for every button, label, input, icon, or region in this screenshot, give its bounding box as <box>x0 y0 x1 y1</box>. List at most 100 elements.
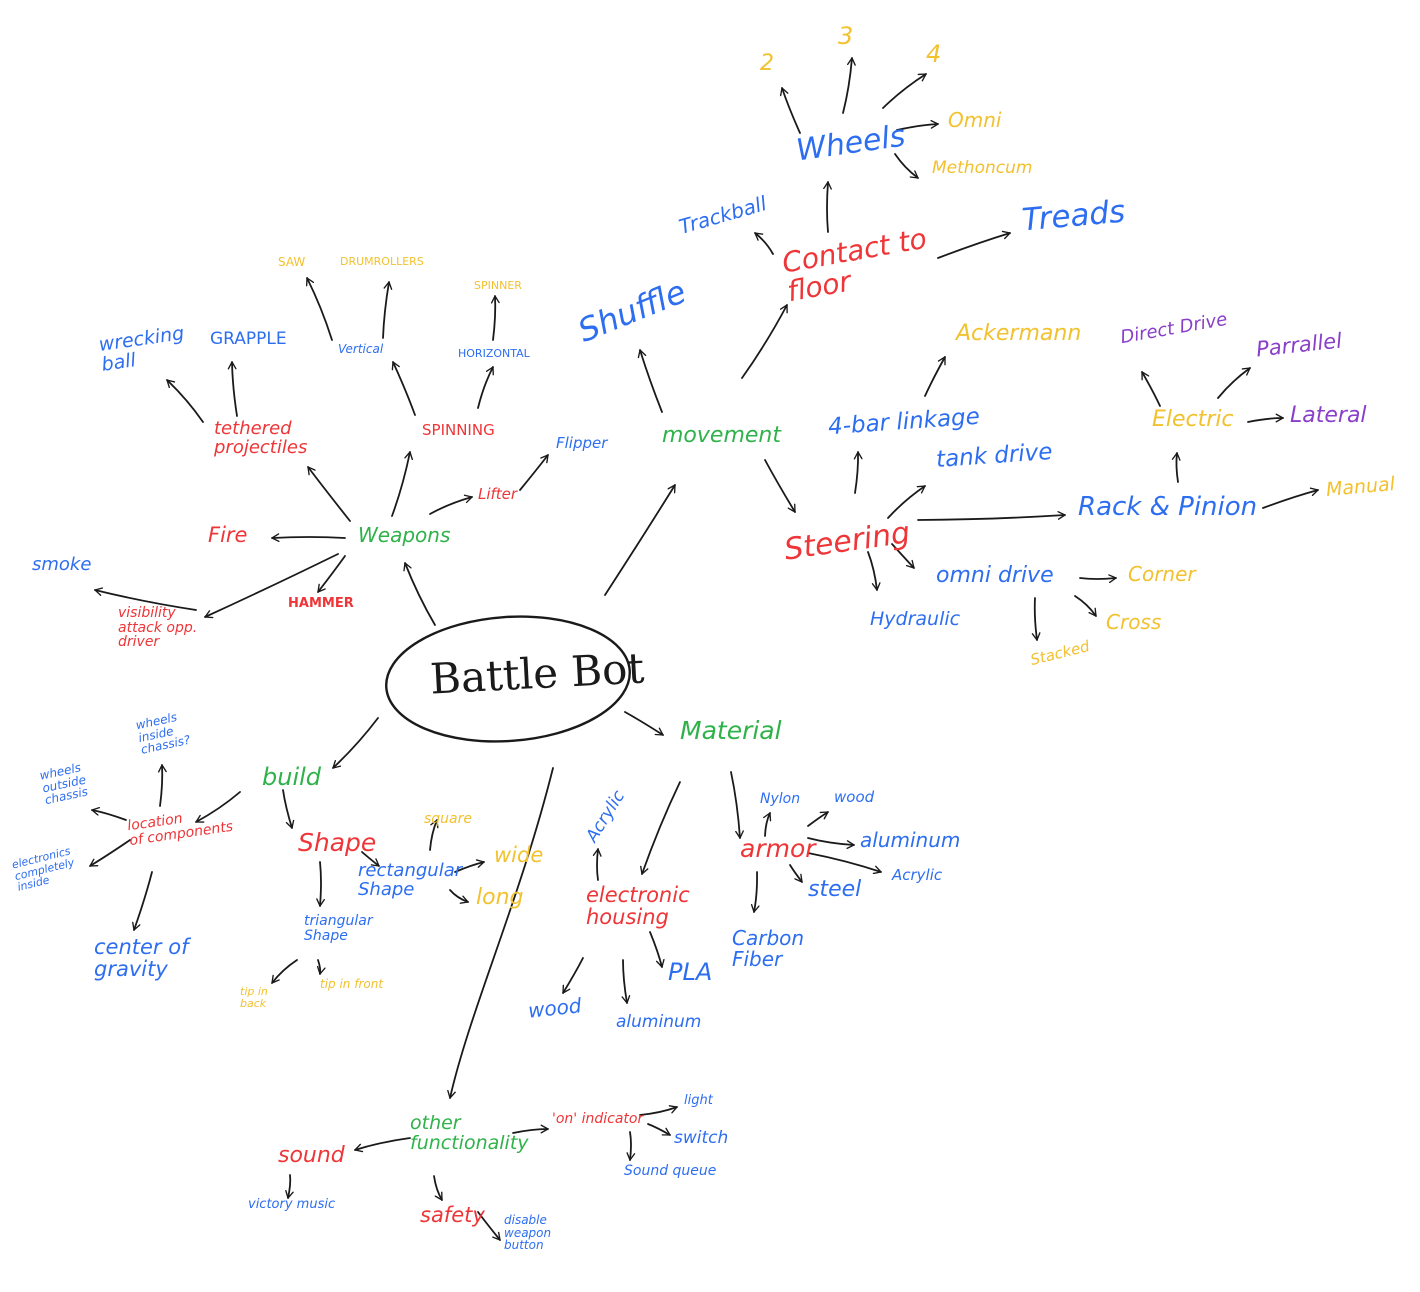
connector-arrow <box>94 587 197 611</box>
node-aluminum-armor: aluminum <box>860 828 961 852</box>
node-wide: wide <box>494 843 544 867</box>
node-wood-armor: wood <box>834 788 875 806</box>
node-square: square <box>424 811 473 827</box>
connector-arrow <box>754 232 774 255</box>
connector-arrow <box>764 459 796 513</box>
connector-arrow <box>1217 367 1251 399</box>
connector-arrow <box>361 851 380 867</box>
connector-arrow <box>637 349 663 413</box>
connector-arrow <box>332 717 379 769</box>
connector-arrow <box>807 852 882 875</box>
connector-arrow <box>433 1175 443 1201</box>
connector-arrows <box>89 57 1319 1241</box>
connector-arrow <box>789 864 803 883</box>
node-disable-weapon-button: disable weapon button <box>504 1213 552 1253</box>
connector-arrow <box>271 533 346 543</box>
connector-arrow <box>894 153 919 179</box>
node-spinning: SPINNING <box>422 421 495 439</box>
node-acrylic-armor: Acrylic <box>892 866 943 884</box>
connector-arrow <box>896 119 939 131</box>
connector-arrow <box>730 771 744 839</box>
node-steel: steel <box>808 877 862 902</box>
connector-arrow <box>316 959 326 975</box>
node-flipper: Flipper <box>556 434 608 452</box>
connector-arrow <box>1079 574 1117 584</box>
connector-arrow <box>89 839 131 867</box>
node-victory-music: victory music <box>248 1197 336 1212</box>
node-build: build <box>262 763 322 791</box>
node-cross: Cross <box>1106 610 1162 634</box>
node-treads: Treads <box>1020 193 1127 239</box>
root-node-battle-bot: Battle Bot <box>428 643 646 704</box>
node-armor: armor <box>740 834 816 863</box>
connector-arrow <box>882 73 927 109</box>
node-hammer: HAMMER <box>288 596 354 611</box>
connector-arrow <box>285 1174 294 1199</box>
connector-arrow <box>282 789 295 829</box>
node-visibility: visibility attack opp. driver <box>118 605 198 651</box>
node-hydraulic: Hydraulic <box>870 608 961 630</box>
connector-arrow <box>429 819 439 851</box>
connector-arrow <box>477 366 494 409</box>
connector-arrow <box>403 562 436 626</box>
node-pla: PLA <box>668 958 713 986</box>
connector-arrow <box>512 1124 549 1134</box>
connector-arrow <box>592 848 602 881</box>
connector-arrow <box>639 1105 678 1116</box>
root-ellipse <box>385 615 631 743</box>
connector-arrow <box>853 451 863 494</box>
connector-arrow <box>823 181 832 233</box>
connector-arrow <box>807 811 829 827</box>
connector-arrow <box>354 1137 411 1153</box>
connector-arrow <box>891 543 915 569</box>
node-light: light <box>684 1093 713 1108</box>
node-weapons: Weapons <box>358 523 451 547</box>
connector-arrow <box>316 861 325 907</box>
node-corner: Corner <box>1128 562 1196 586</box>
connector-arrow <box>132 871 153 931</box>
node-spinner: SPINNER <box>474 279 522 292</box>
connector-arrow <box>490 295 500 341</box>
node-sound: sound <box>278 1143 345 1168</box>
node-tip-in-back: tip in back <box>240 985 268 1010</box>
connector-arrow <box>204 553 339 619</box>
connector-arrow <box>807 837 855 850</box>
node-safety: safety <box>420 1203 485 1227</box>
node-saw: SAW <box>278 255 306 269</box>
node-wood-housing: wood <box>526 993 583 1023</box>
connector-arrow <box>842 57 856 114</box>
node-shape: Shape <box>298 828 377 857</box>
connector-arrow <box>195 791 241 823</box>
connector-arrow <box>429 494 473 515</box>
node-tethered-projectiles: tethered projectiles <box>214 418 308 458</box>
node-horizontal: HORIZONTAL <box>458 347 530 360</box>
connector-arrow <box>604 484 676 596</box>
connector-arrow <box>1262 487 1319 509</box>
node-switch: switch <box>674 1128 729 1148</box>
connector-arrow <box>867 551 881 591</box>
node-electronic-housing: electronic housing <box>586 883 690 930</box>
connector-arrow <box>647 1123 671 1136</box>
connector-arrow <box>649 931 665 968</box>
connector-arrow <box>447 767 554 1099</box>
node-carbon-fiber: Carbon Fiber <box>732 926 805 971</box>
connector-arrow <box>227 361 238 417</box>
connector-arrow <box>317 555 346 593</box>
connector-arrow <box>307 466 351 522</box>
node-mecanum: Methoncum <box>932 158 1033 178</box>
connector-arrow <box>1074 595 1097 617</box>
connector-arrow <box>1247 413 1284 423</box>
connector-arrow <box>519 454 549 491</box>
connector-arrow <box>91 806 127 821</box>
node-other-functionality: other functionality <box>410 1112 529 1154</box>
connector-arrow <box>382 281 393 339</box>
connector-arrow <box>1031 597 1041 641</box>
connector-arrow <box>1171 452 1181 483</box>
connector-arrow <box>763 812 772 837</box>
connector-arrow <box>157 764 167 807</box>
node-tip-in-front: tip in front <box>320 977 384 991</box>
node-aluminum-housing: aluminum <box>616 1012 702 1032</box>
node-lifter: Lifter <box>478 485 518 503</box>
node-ackermann: Ackermann <box>956 321 1082 346</box>
connector-arrow <box>779 87 801 134</box>
